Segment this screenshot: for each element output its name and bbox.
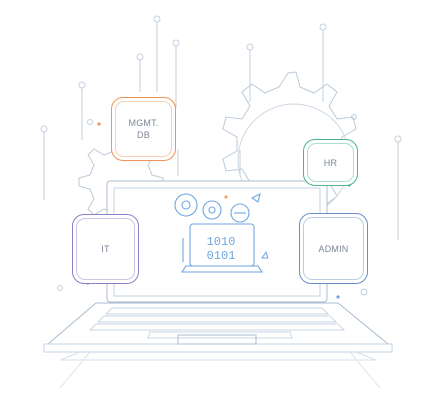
- mgmt-db-label: MGMT. DB: [128, 118, 159, 140]
- admin-node: ADMIN: [299, 213, 368, 284]
- it-node: IT: [72, 214, 139, 284]
- hr-node: HR: [303, 139, 358, 186]
- it-label: IT: [101, 244, 110, 254]
- code-brackets-icon: [180, 223, 264, 273]
- binary-line-2: 0101: [207, 249, 236, 263]
- admin-label: ADMIN: [318, 243, 349, 254]
- circuit-lines: [40, 15, 402, 296]
- touchpad: [177, 334, 257, 345]
- mgmt-db-node: MGMT. DB: [111, 97, 176, 161]
- keyboard: [88, 307, 346, 339]
- binary-line-1: 1010: [207, 235, 236, 249]
- rocket-icon: [230, 192, 261, 223]
- gears-icon: [174, 193, 222, 220]
- hr-label: HR: [323, 157, 338, 168]
